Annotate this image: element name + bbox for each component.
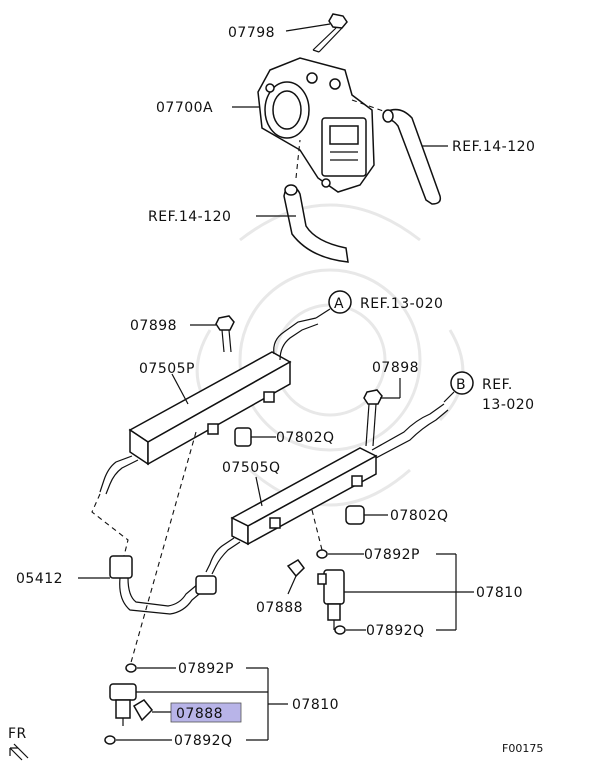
dash-right-o-ring <box>311 509 323 551</box>
label-07888-right[interactable]: 07888 <box>256 600 303 616</box>
marker-b-letter: B <box>456 377 466 393</box>
marker-a-letter: A <box>334 296 344 312</box>
clip-07888-bottom[interactable] <box>132 699 154 722</box>
fr-arrow-icon <box>9 743 29 761</box>
label-05412[interactable]: 05412 <box>16 571 63 587</box>
label-ref-b-line2[interactable]: 13-020 <box>482 397 535 413</box>
insulator-07802Q-upper[interactable] <box>234 427 252 447</box>
clip-07888-right[interactable] <box>286 559 305 578</box>
label-07798[interactable]: 07798 <box>228 25 275 41</box>
bracket-07810-bottom <box>136 667 288 741</box>
label-07898-left[interactable]: 07898 <box>130 318 177 334</box>
fuel-hose-05412[interactable] <box>109 555 217 615</box>
label-ref-14-120-right[interactable]: REF.14-120 <box>452 139 535 155</box>
label-fr: FR <box>8 726 27 742</box>
label-ref-a[interactable]: REF.13-020 <box>360 296 443 312</box>
figure-code: F00175 <box>502 742 543 755</box>
label-07802Q-lower[interactable]: 07802Q <box>390 508 449 524</box>
dash-rail-to-bottom-injector <box>129 431 197 667</box>
throttle-body-07700A[interactable] <box>257 57 375 193</box>
label-07700A[interactable]: 07700A <box>156 100 213 116</box>
bolt-07898-left[interactable] <box>215 315 235 353</box>
injector-bottom[interactable] <box>109 683 137 726</box>
dash-hose-left <box>295 139 301 179</box>
insulator-07802Q-lower[interactable] <box>345 505 365 525</box>
hose-right <box>382 108 442 205</box>
leader-07798 <box>285 23 331 32</box>
label-07505Q[interactable]: 07505Q <box>222 460 281 476</box>
leader-07888-right <box>287 575 297 595</box>
hose-left <box>283 184 349 263</box>
label-ref-b-line1[interactable]: REF. <box>482 377 513 393</box>
bolt-07898-right[interactable] <box>363 389 383 447</box>
label-07892P-right[interactable]: 07892P <box>364 547 420 563</box>
label-07892P-bottom[interactable]: 07892P <box>178 661 234 677</box>
leader-07505Q <box>255 476 263 507</box>
o-ring-07892P-right[interactable] <box>316 549 328 559</box>
label-ref-14-120-left[interactable]: REF.14-120 <box>148 209 231 225</box>
ref-marker-b[interactable]: B <box>450 371 474 395</box>
o-ring-07892Q-right[interactable] <box>334 625 346 635</box>
injector-right[interactable] <box>317 569 345 630</box>
o-ring-07892Q-bottom[interactable] <box>104 735 116 745</box>
leader-ref-a <box>315 308 331 319</box>
bracket-07810-right <box>436 553 474 631</box>
label-07505P[interactable]: 07505P <box>139 361 195 377</box>
dash-hose-05412 <box>91 493 129 557</box>
ref-marker-a[interactable]: A <box>328 290 352 314</box>
label-07898-right[interactable]: 07898 <box>372 360 419 376</box>
label-07810-bottom[interactable]: 07810 <box>292 697 339 713</box>
fuel-rail-07505P[interactable] <box>99 317 319 495</box>
label-07888-highlight[interactable]: 07888 <box>176 706 223 722</box>
label-07802Q-upper[interactable]: 07802Q <box>276 430 335 446</box>
fuel-rail-07505Q[interactable] <box>205 403 449 575</box>
o-ring-07892P-bottom[interactable] <box>125 663 137 673</box>
leader-07505P <box>171 373 189 405</box>
label-07892Q-bottom[interactable]: 07892Q <box>174 733 233 749</box>
label-07892Q-right[interactable]: 07892Q <box>366 623 425 639</box>
dash-hose-right <box>351 99 387 113</box>
leader-ref-b <box>443 391 455 403</box>
bolt-07798[interactable] <box>312 13 348 53</box>
label-07810-right[interactable]: 07810 <box>476 585 523 601</box>
